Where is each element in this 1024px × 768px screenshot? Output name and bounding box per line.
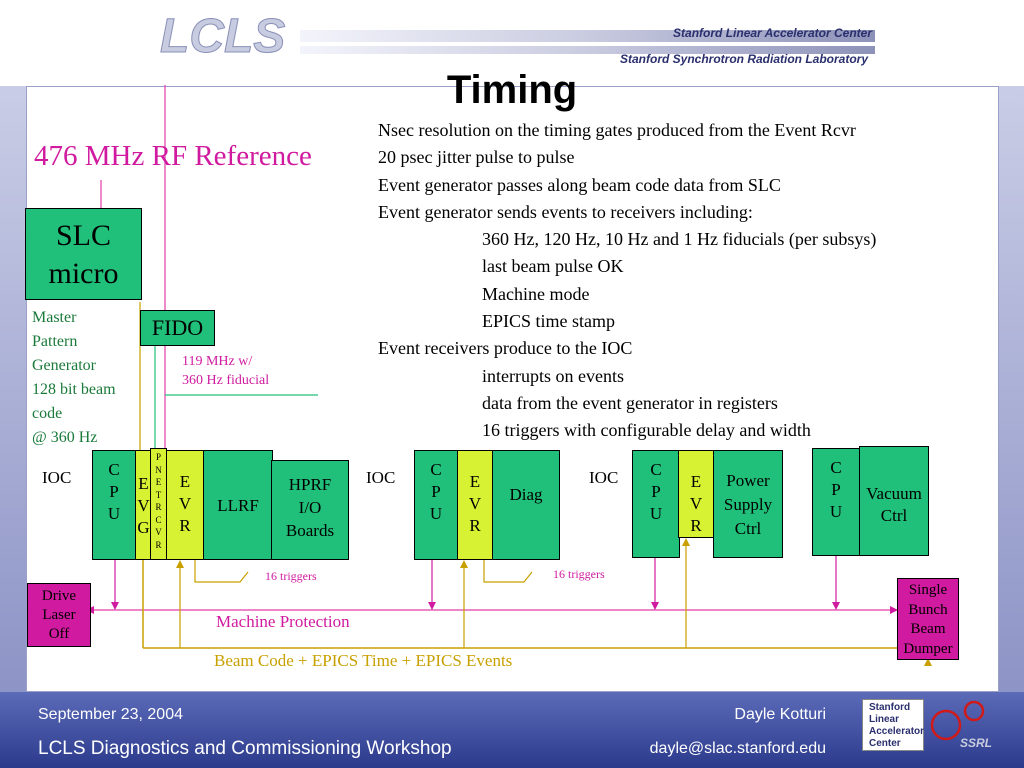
- bullet-item: Event receivers produce to the IOC: [378, 338, 633, 359]
- master-pattern-text: Master Pattern Generator 128 bit beam co…: [32, 309, 116, 446]
- bullet-subitem: EPICS time stamp: [482, 311, 616, 332]
- diag-box: Diag: [492, 450, 560, 560]
- machine-protection-label: Machine Protection: [216, 612, 350, 631]
- bullet-subitem: 360 Hz, 120 Hz, 10 Hz and 1 Hz fiducials…: [482, 229, 877, 250]
- bullet-item: Nsec resolution on the timing gates prod…: [378, 120, 856, 140]
- header-stripe: [300, 46, 875, 54]
- arrow-right-icon: [890, 606, 898, 614]
- slc-micro-box: SLC micro: [25, 208, 142, 300]
- slc-micro-line1: SLC: [55, 219, 112, 252]
- triggers-label: 16 triggers: [265, 569, 317, 583]
- arrow-up-icon: [682, 538, 690, 546]
- arrow-down-icon: [832, 602, 840, 610]
- fiducial-note: 119 MHz w/ 360 Hz fiducial: [182, 354, 270, 388]
- llrf-box: LLRF: [203, 450, 273, 560]
- frame-left: [0, 86, 26, 692]
- arrow-down-icon: [651, 602, 659, 610]
- fido-box: FIDO: [140, 310, 215, 346]
- ssrl-logo: SSRL: [930, 700, 992, 750]
- arrow-up-icon: [176, 560, 184, 568]
- bullet-subitem: interrupts on events: [482, 365, 624, 386]
- bullet-subitem: Machine mode: [482, 283, 590, 304]
- slide-content: [26, 86, 999, 692]
- trigger-bracket-2: [483, 560, 533, 583]
- ssrl-name: Stanford Synchrotron Radiation Laborator…: [619, 52, 868, 66]
- bullet-item: Event generator passes along beam code d…: [378, 174, 781, 195]
- arrow-up-icon: [924, 658, 932, 666]
- header-stripe: [300, 30, 875, 42]
- arrow-down-icon: [428, 602, 436, 610]
- trigger-bracket-1: [194, 560, 249, 583]
- bullet-subitem: last beam pulse OK: [482, 256, 624, 277]
- lcls-logo-text: LCLS: [160, 10, 285, 62]
- svg-text:SSRL: SSRL: [960, 736, 992, 750]
- ioc-label: IOC: [366, 468, 396, 487]
- slac-name: Stanford Linear Accelerator Center: [673, 26, 872, 40]
- bullet-subitem: data from the event generator in registe…: [482, 392, 778, 413]
- lcls-logo: LCLS: [160, 10, 286, 63]
- bullet-item: Event generator sends events to receiver…: [378, 201, 753, 222]
- beam-code-bus-label: Beam Code + EPICS Time + EPICS Events: [214, 651, 513, 670]
- bullet-list: Nsec resolution on the timing gates prod…: [378, 117, 998, 445]
- arrow-down-icon: [111, 602, 119, 610]
- page-title: Timing: [446, 68, 578, 112]
- footer-email: dayle@slac.stanford.edu: [649, 740, 826, 757]
- ioc-label: IOC: [589, 468, 619, 487]
- slide-header: [0, 0, 1024, 86]
- triggers-label: 16 triggers: [553, 567, 605, 581]
- slc-micro-line2: micro: [48, 257, 119, 290]
- arrow-up-icon: [460, 560, 468, 568]
- footer-date: September 23, 2004: [38, 706, 183, 723]
- rf-reference-label: 476 MHz RF Reference: [34, 140, 312, 172]
- footer-workshop: LCLS Diagnostics and Commissioning Works…: [38, 738, 452, 759]
- ioc-label: IOC: [42, 468, 72, 487]
- slide-footer: [0, 692, 1024, 768]
- bullet-subitem: 16 triggers with configurable delay and …: [482, 420, 811, 441]
- bullet-item: 20 psec jitter pulse to pulse: [378, 147, 575, 168]
- footer-author: Dayle Kotturi: [734, 706, 826, 723]
- frame-right: [999, 86, 1024, 692]
